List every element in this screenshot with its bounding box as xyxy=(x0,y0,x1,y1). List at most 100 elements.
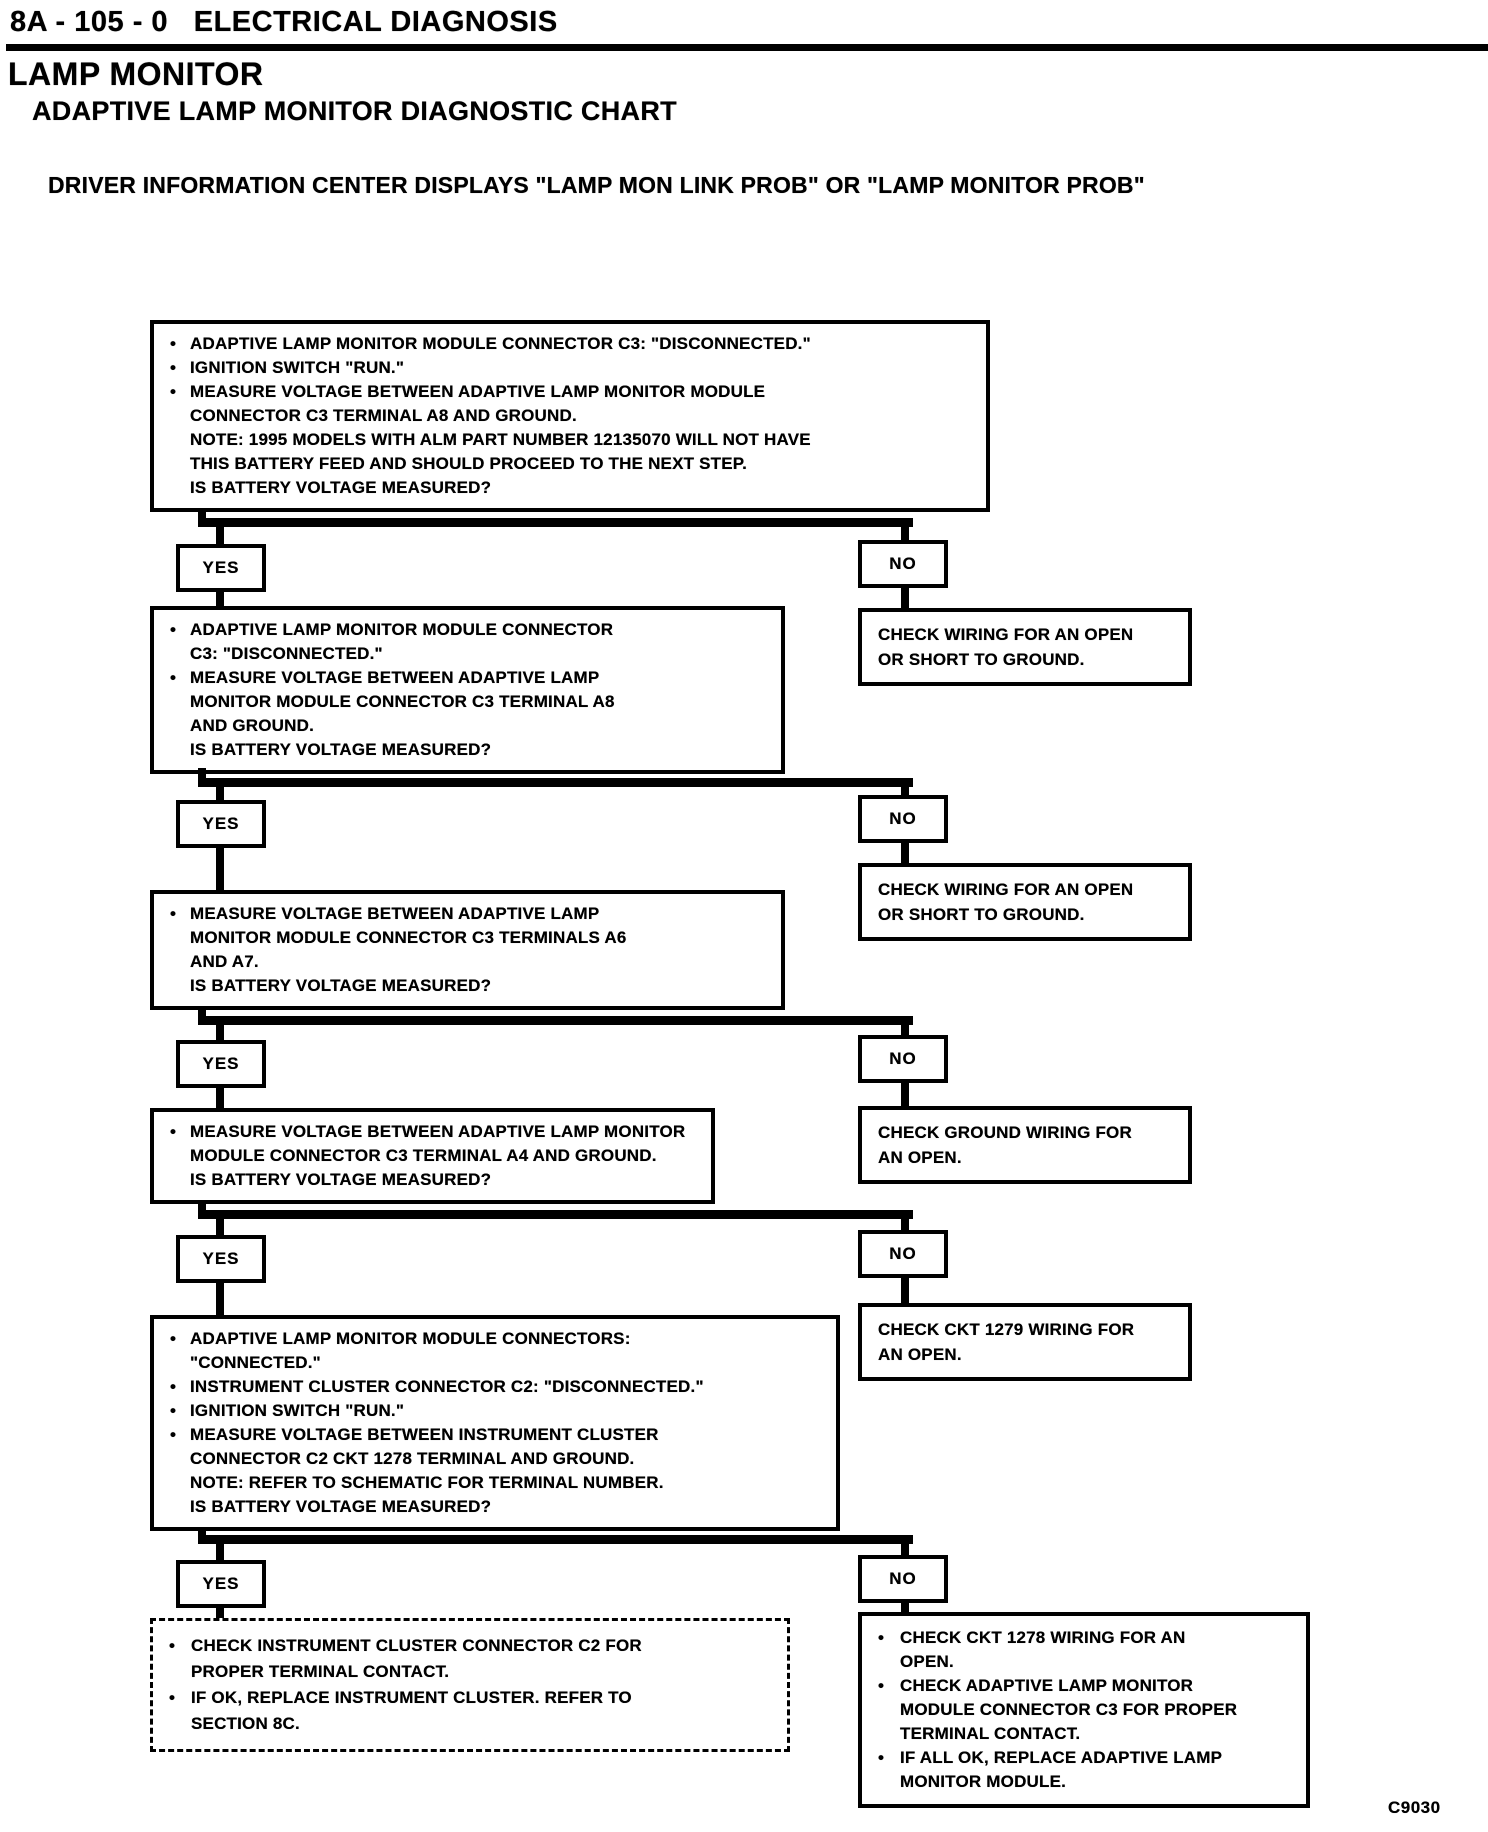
no-branch-2: NO xyxy=(858,795,948,843)
no-branch-4: NO xyxy=(858,1230,948,1278)
yes-branch-4: YES xyxy=(176,1235,266,1283)
line-text: NOTE: 1995 MODELS WITH ALM PART NUMBER 1… xyxy=(190,430,811,449)
yes-branch-2: YES xyxy=(176,800,266,848)
connector-line xyxy=(198,1200,206,1214)
text-line: THIS BATTERY FEED AND SHOULD PROCEED TO … xyxy=(164,452,974,476)
text-line: SECTION 8C. xyxy=(165,1711,775,1737)
text-line: IS BATTERY VOLTAGE MEASURED? xyxy=(164,476,974,500)
no-label: NO xyxy=(889,1569,917,1588)
line-text: IS BATTERY VOLTAGE MEASURED? xyxy=(190,1170,492,1189)
connector-line xyxy=(216,1281,224,1319)
connector-line xyxy=(901,1081,909,1109)
text-line: • CHECK INSTRUMENT CLUSTER CONNECTOR C2 F… xyxy=(165,1633,775,1659)
result-4-box: CHECK CKT 1279 WIRING FOR AN OPEN. xyxy=(858,1303,1192,1381)
figure-code: C9030 xyxy=(1388,1798,1441,1817)
bullet-marker: • xyxy=(169,1688,176,1707)
text-line: •IF ALL OK, REPLACE ADAPTIVE LAMP xyxy=(874,1746,1294,1770)
bullet-marker: • xyxy=(170,1401,177,1420)
bullet-marker: • xyxy=(878,1748,885,1767)
text-line: •ADAPTIVE LAMP MONITOR MODULE CONNECTOR … xyxy=(164,332,974,356)
text-line: C3: "DISCONNECTED." xyxy=(164,642,769,666)
bullet-marker: • xyxy=(170,1377,177,1396)
bullet-marker: • xyxy=(170,668,177,687)
text-line: AND GROUND. xyxy=(164,714,769,738)
line-text: IS BATTERY VOLTAGE MEASURED? xyxy=(190,740,492,759)
line-text: MONITOR MODULE CONNECTOR C3 TERMINAL A8 xyxy=(190,692,615,711)
connector-line xyxy=(198,778,913,787)
no-branch-3: NO xyxy=(858,1035,948,1083)
result-2-box: CHECK WIRING FOR AN OPEN OR SHORT TO GROU… xyxy=(858,863,1192,941)
line-text: CHECK CKT 1278 WIRING FOR AN xyxy=(900,1628,1186,1647)
connector-line xyxy=(216,1023,224,1042)
line-text: IGNITION SWITCH "RUN." xyxy=(190,358,405,377)
line-text: MEASURE VOLTAGE BETWEEN ADAPTIVE LAMP MO… xyxy=(190,1122,686,1141)
line-text: C3: "DISCONNECTED." xyxy=(190,644,383,663)
text-line: • CHECK ADAPTIVE LAMP MONITOR xyxy=(874,1674,1294,1698)
text-line: CONNECTOR C3 TERMINAL A8 AND GROUND. xyxy=(164,404,974,428)
bullet-marker: • xyxy=(170,382,177,401)
line-text: IS BATTERY VOLTAGE MEASURED? xyxy=(190,976,492,995)
line-text: CHECK INSTRUMENT CLUSTER CONNECTOR C2 FO… xyxy=(191,1636,642,1655)
connector-line xyxy=(198,518,913,527)
final-yes-box: • CHECK INSTRUMENT CLUSTER CONNECTOR C2 F… xyxy=(150,1618,790,1752)
line-text: IGNITION SWITCH "RUN." xyxy=(190,1401,405,1420)
yes-branch-1: YES xyxy=(176,544,266,592)
line-text: CHECK CKT 1279 WIRING FOR xyxy=(878,1320,1135,1339)
connector-line xyxy=(901,1601,909,1614)
line-text: IS BATTERY VOLTAGE MEASURED? xyxy=(190,478,492,497)
text-line: CHECK WIRING FOR AN OPEN xyxy=(874,622,1176,647)
condition-statement: DRIVER INFORMATION CENTER DISPLAYS "LAMP… xyxy=(48,172,1145,198)
line-text: OPEN. xyxy=(900,1652,954,1671)
text-line: IS BATTERY VOLTAGE MEASURED? xyxy=(164,1495,824,1519)
line-text: IS BATTERY VOLTAGE MEASURED? xyxy=(190,1497,492,1516)
connector-line xyxy=(216,525,224,546)
line-text: AND GROUND. xyxy=(190,716,315,735)
line-text: AN OPEN. xyxy=(878,1345,962,1364)
connector-line xyxy=(901,1276,909,1307)
final-no-box: • CHECK CKT 1278 WIRING FOR AN OPEN. • CHECK… xyxy=(858,1612,1310,1808)
text-line: •MEASURE VOLTAGE BETWEEN ADAPTIVE LAMP M… xyxy=(164,380,974,404)
line-text: OR SHORT TO GROUND. xyxy=(878,650,1085,669)
bullet-marker: • xyxy=(170,358,177,377)
line-text: CHECK ADAPTIVE LAMP MONITOR xyxy=(900,1676,1194,1695)
text-line: •ADAPTIVE LAMP MONITOR MODULE CONNECTORS… xyxy=(164,1327,824,1351)
text-line: OR SHORT TO GROUND. xyxy=(874,647,1176,672)
connector-line xyxy=(198,1016,913,1025)
connector-line xyxy=(198,1006,206,1020)
text-line: "CONNECTED." xyxy=(164,1351,824,1375)
line-text: CONNECTOR C3 TERMINAL A8 AND GROUND. xyxy=(190,406,577,425)
bullet-marker: • xyxy=(878,1676,885,1695)
text-line: • IGNITION SWITCH "RUN." xyxy=(164,1399,824,1423)
text-line: AND A7. xyxy=(164,950,769,974)
line-text: IF OK, REPLACE INSTRUMENT CLUSTER. REFER… xyxy=(191,1688,632,1707)
line-text: MONITOR MODULE. xyxy=(900,1772,1067,1791)
line-text: MONITOR MODULE CONNECTOR C3 TERMINALS A6 xyxy=(190,928,627,947)
connector-line xyxy=(901,525,909,542)
text-line: •MEASURE VOLTAGE BETWEEN ADAPTIVE LAMP M… xyxy=(164,1120,699,1144)
yes-branch-3: YES xyxy=(176,1040,266,1088)
line-text: MEASURE VOLTAGE BETWEEN INSTRUMENT CLUST… xyxy=(190,1425,659,1444)
text-line: OR SHORT TO GROUND. xyxy=(874,902,1176,927)
connector-line xyxy=(901,1217,909,1232)
text-line: IS BATTERY VOLTAGE MEASURED? xyxy=(164,1168,699,1192)
text-line: •ADAPTIVE LAMP MONITOR MODULE CONNECTOR xyxy=(164,618,769,642)
line-text: CHECK WIRING FOR AN OPEN xyxy=(878,880,1134,899)
connector-line xyxy=(901,841,909,865)
text-line: IS BATTERY VOLTAGE MEASURED? xyxy=(164,974,769,998)
connector-line xyxy=(198,1210,913,1219)
bullet-marker: • xyxy=(169,1636,176,1655)
text-line: CHECK WIRING FOR AN OPEN xyxy=(874,877,1176,902)
text-line: AN OPEN. xyxy=(874,1145,1176,1170)
text-line: PROPER TERMINAL CONTACT. xyxy=(165,1659,775,1685)
yes-branch-5: YES xyxy=(176,1560,266,1608)
line-text: AN OPEN. xyxy=(878,1148,962,1167)
no-branch-5: NO xyxy=(858,1555,948,1603)
connector-line xyxy=(901,1023,909,1037)
page-header: 8A - 105 - 0 ELECTRICAL DIAGNOSIS xyxy=(10,6,558,38)
connector-line xyxy=(216,1086,224,1112)
page-title: LAMP MONITOR xyxy=(8,56,264,92)
connector-line xyxy=(216,846,224,894)
